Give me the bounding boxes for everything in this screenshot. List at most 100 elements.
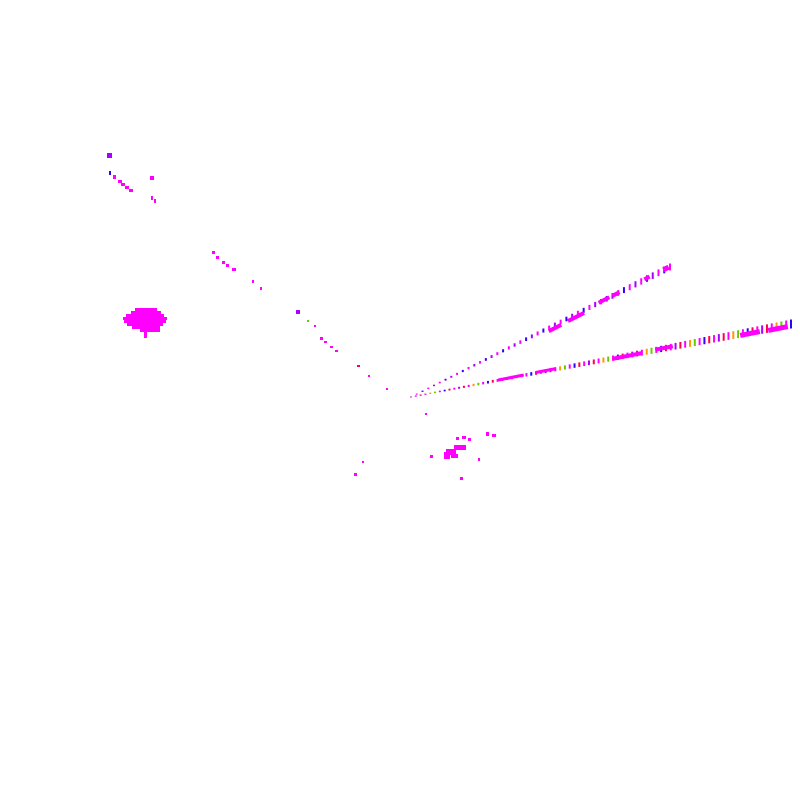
ray-upper-right-point: [473, 363, 476, 367]
ray-upper-right-segment: [597, 295, 611, 305]
cluster-top-left-point: [125, 186, 129, 189]
ray-upper-right-point: [415, 393, 418, 395]
ray-lower-right-point: [732, 331, 735, 339]
cluster-bottom-center-point: [425, 413, 427, 415]
ray-lower-right-point: [568, 364, 571, 369]
ray-lower-right-point: [429, 392, 432, 395]
ray-lower-right-point: [698, 338, 701, 346]
ray-upper-right-point: [669, 263, 671, 271]
diagonal-trail-point: [252, 280, 254, 283]
ray-lower-right-point: [722, 333, 725, 341]
cluster-bottom-center-point: [462, 436, 466, 439]
ray-lower-right-point: [592, 359, 595, 365]
ray-lower-right-segment: [767, 324, 789, 333]
diagonal-trail-point: [307, 320, 309, 322]
ray-upper-right-point: [513, 343, 516, 347]
ray-upper-right-point: [588, 304, 591, 311]
ray-upper-right-point: [582, 307, 585, 313]
ray-lower-right-point: [713, 335, 716, 343]
ray-lower-right-point: [419, 394, 422, 396]
ray-lower-right-point: [703, 337, 706, 345]
ray-lower-right-point: [414, 395, 417, 397]
ray-lower-right-point: [578, 362, 581, 367]
cluster-bottom-center-point: [354, 473, 357, 476]
cluster-top-left-point: [121, 183, 125, 186]
ray-upper-right-point: [479, 361, 482, 364]
ray-lower-right-point: [708, 336, 711, 344]
cluster-bottom-center-point: [460, 477, 463, 480]
ray-lower-right-point: [693, 338, 696, 346]
ray-lower-right-point: [482, 381, 485, 385]
diagonal-trail-point: [368, 375, 370, 377]
ray-lower-right-point: [472, 383, 475, 387]
ray-upper-right-point: [565, 316, 568, 322]
ray-upper-right-point: [433, 384, 436, 387]
ray-upper-right-point: [657, 269, 660, 277]
ray-upper-right-point: [548, 325, 551, 330]
ray-upper-right-point: [611, 293, 614, 299]
ray-lower-right-point: [602, 357, 605, 363]
ray-lower-right-point: [717, 334, 720, 342]
ray-lower-right-point: [645, 348, 648, 355]
ray-upper-right-point: [484, 358, 487, 361]
blob-left-row: [131, 311, 161, 314]
ray-lower-right-point: [467, 384, 470, 388]
ray-lower-right-point: [491, 379, 494, 383]
ray-lower-right-point: [438, 390, 441, 393]
ray-upper-right-point: [553, 322, 556, 327]
cluster-top-left-point: [129, 189, 133, 192]
cluster-top-left-point: [150, 176, 154, 180]
ray-lower-right-segment: [497, 373, 525, 382]
diagonal-trail-point: [296, 310, 300, 314]
ray-lower-right-point: [458, 386, 461, 389]
cluster-bottom-center-point: [486, 432, 489, 436]
ray-upper-right-point: [634, 281, 637, 288]
ray-lower-right-point: [443, 389, 446, 392]
diagonal-trail-point: [260, 287, 262, 290]
ray-lower-right-point: [535, 371, 538, 375]
ray-lower-right-point: [597, 358, 600, 364]
ray-upper-right-point: [421, 390, 424, 392]
ray-upper-right-point: [490, 355, 493, 358]
ray-upper-right-point: [542, 328, 545, 333]
diagonal-trail-point: [216, 256, 219, 259]
ray-upper-right-point: [450, 375, 453, 378]
diagonal-trail-point: [386, 388, 388, 390]
ray-upper-right-point: [496, 352, 499, 356]
cluster-top-left-point: [151, 196, 153, 200]
ray-lower-right-point: [679, 341, 682, 349]
cluster-top-left-point: [113, 175, 116, 179]
ray-upper-right-point: [622, 287, 625, 294]
ray-lower-right-point: [684, 340, 687, 348]
ray-upper-right-point: [525, 337, 528, 342]
ray-lower-right-segment: [739, 329, 761, 338]
ray-lower-right-point: [448, 388, 451, 391]
ray-upper-right-point: [576, 310, 579, 316]
blob-left-row: [135, 308, 157, 311]
diagonal-trail-point: [335, 350, 338, 352]
cluster-bottom-center-point: [456, 437, 459, 440]
ray-upper-right-point: [651, 272, 654, 279]
blob-left-row: [123, 317, 167, 320]
ray-lower-right-point: [525, 373, 528, 377]
ray-lower-right-point: [530, 372, 533, 376]
blob-left-row: [132, 326, 160, 329]
ray-upper-right-segment: [662, 264, 670, 273]
diagonal-trail-point: [320, 337, 323, 340]
cluster-bottom-center-point: [454, 445, 466, 450]
ray-upper-right-point: [427, 387, 430, 390]
ray-upper-right-point: [502, 349, 505, 353]
ray-lower-right-point: [674, 342, 677, 350]
ray-upper-right-point: [530, 334, 533, 339]
ray-lower-right-segment: [654, 344, 674, 352]
ray-upper-right-segment: [567, 311, 585, 323]
cluster-bottom-center-point: [451, 454, 458, 458]
ray-lower-right-point: [790, 319, 792, 329]
ray-lower-right-point: [727, 332, 730, 340]
ray-lower-right-point: [607, 356, 610, 362]
ray-upper-right-point: [444, 378, 447, 381]
ray-lower-right-segment: [535, 367, 557, 374]
ray-upper-right-point: [519, 340, 522, 344]
